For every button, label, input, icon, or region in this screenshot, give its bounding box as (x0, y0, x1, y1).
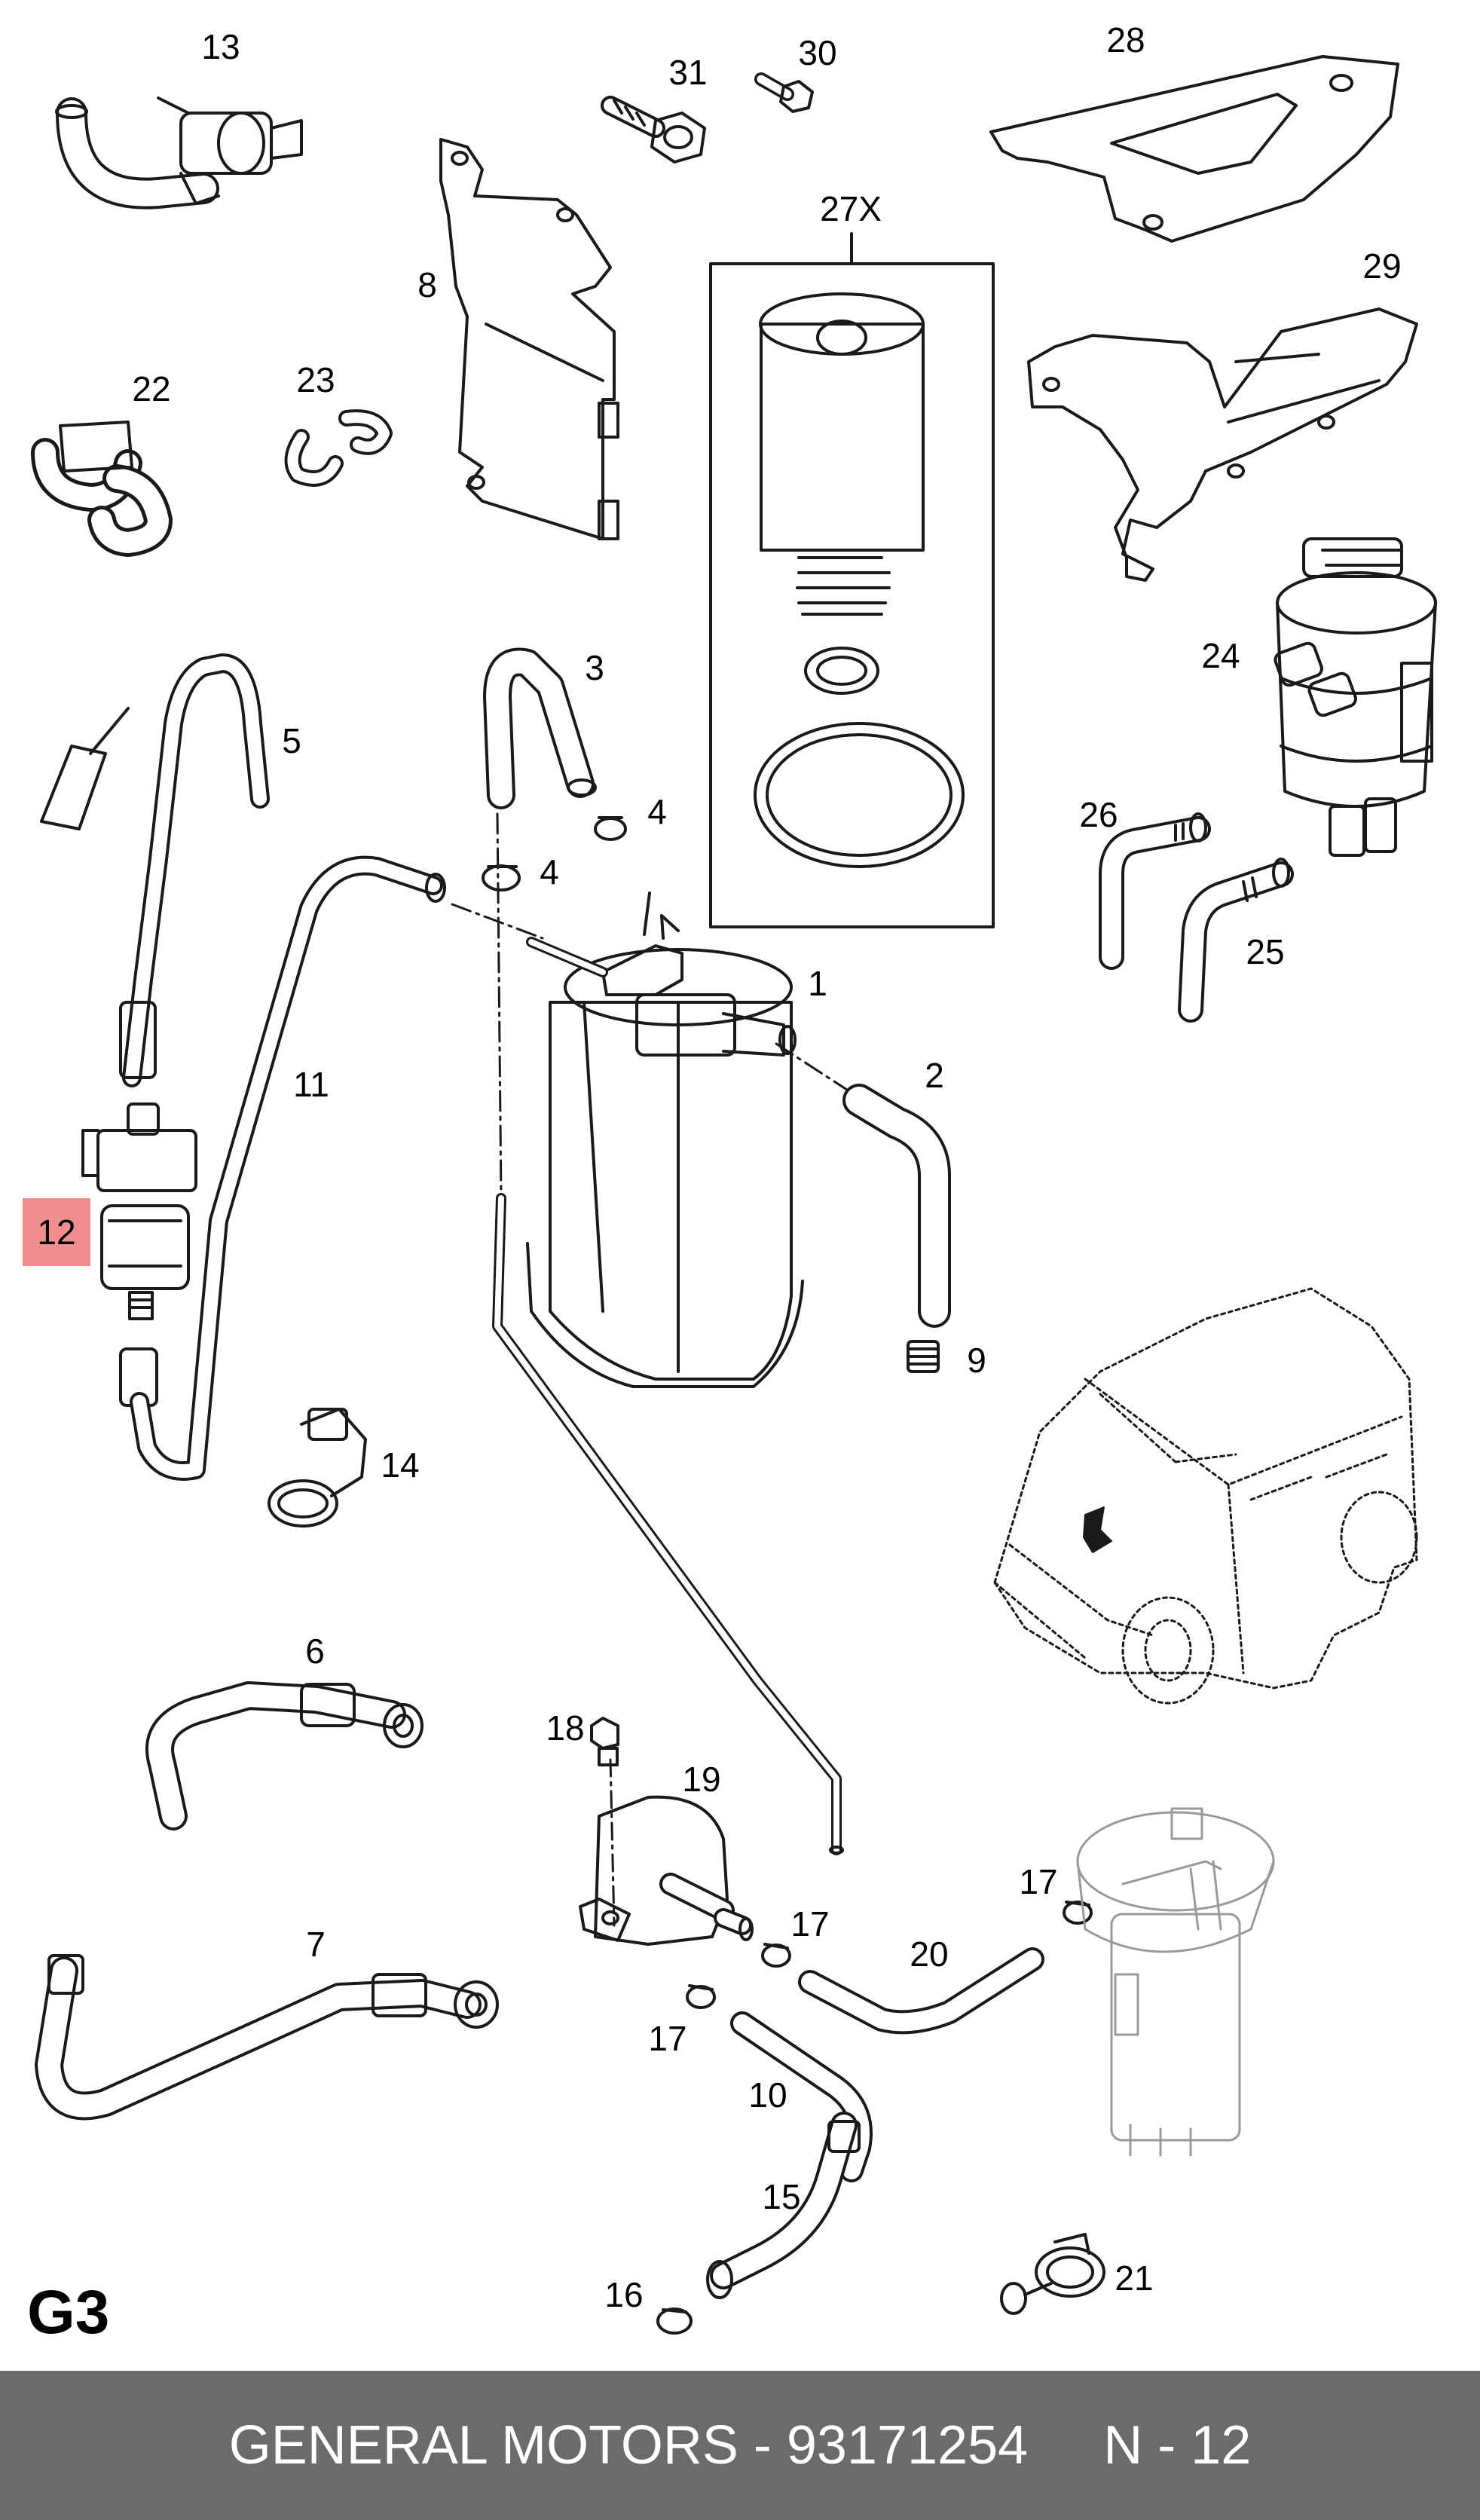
label-part-27x: 27X (820, 189, 882, 228)
label-part-4-upper: 4 (647, 792, 667, 831)
label-part-24: 24 (1201, 636, 1240, 675)
footer-page: N - 12 (1103, 2415, 1252, 2476)
part-3-hose (483, 647, 597, 809)
label-part-26: 26 (1079, 795, 1118, 834)
parts-diagram (31, 55, 1437, 2335)
label-part-10: 10 (748, 2075, 787, 2115)
label-part-11: 11 (293, 1065, 329, 1104)
label-part-6: 6 (305, 1632, 325, 1671)
part-13-hose-valve (55, 96, 303, 209)
section-code: G3 (27, 2278, 110, 2347)
part-6-hose (145, 1681, 424, 1830)
label-part-17-middle: 17 (790, 1904, 830, 1944)
part-31-bolt (601, 96, 706, 164)
fuel-pump-module (1076, 1807, 1275, 2157)
part-17-clamp-c (1063, 1901, 1093, 1925)
part-27x-filter-kit (709, 232, 995, 928)
label-part-30: 30 (798, 33, 837, 72)
part-28-bracket (989, 55, 1399, 243)
label-part-17-right: 17 (1019, 1862, 1058, 1901)
label-part-28: 28 (1106, 20, 1145, 60)
part-23-clamp (284, 409, 393, 487)
footer-caption: GENERAL MOTORS - 93171254 (228, 2415, 1029, 2476)
part-25-pipe (1178, 858, 1294, 1023)
label-part-21: 21 (1115, 2259, 1154, 2298)
footer-bar: GENERAL MOTORS - 93171254 N - 12 (0, 2371, 1480, 2520)
part-17-clamp-a (761, 1943, 791, 1968)
label-part-25: 25 (1246, 932, 1285, 971)
label-part-15: 15 (762, 2177, 801, 2216)
label-part-20: 20 (910, 1934, 949, 1974)
label-part-13: 13 (201, 27, 240, 66)
thin-tube (492, 1193, 844, 1855)
part-22-clamp (31, 421, 173, 557)
part-4-clamp-b (482, 864, 521, 891)
part-15-hose (706, 2112, 861, 2299)
part-26-pipe (1099, 812, 1211, 970)
part-5-hose (40, 653, 270, 1087)
part-12-valve (81, 1102, 197, 1407)
label-part-2: 2 (925, 1056, 944, 1095)
part-16-clamp (656, 2307, 693, 2335)
vehicle-outline (993, 1287, 1418, 1705)
label-part-23: 23 (296, 360, 335, 399)
label-part-9: 9 (967, 1341, 986, 1380)
part-14-bracket (268, 1408, 367, 1528)
part-11-tube (130, 855, 446, 1481)
part-19-valve (579, 1795, 754, 1946)
label-part-16: 16 (604, 2275, 644, 2314)
part-29-bracket (1027, 307, 1418, 582)
label-part-5: 5 (282, 721, 301, 760)
part-18-bolt (590, 1717, 619, 1766)
label-part-19: 19 (682, 1760, 721, 1799)
label-part-1: 1 (808, 964, 827, 1003)
label-part-3: 3 (585, 648, 604, 687)
part-30-bolt (754, 72, 814, 113)
label-part-12-highlighted: 12 (23, 1198, 90, 1266)
part-2-hose (842, 1084, 951, 1328)
label-part-17-left: 17 (648, 2019, 687, 2058)
part-4-clamp-a (594, 816, 627, 841)
label-part-31: 31 (668, 53, 708, 92)
label-part-22: 22 (132, 369, 171, 408)
part-1-canister (526, 891, 804, 1388)
label-part-14: 14 (381, 1445, 420, 1485)
label-part-4-lower: 4 (540, 852, 559, 891)
label-part-29: 29 (1362, 246, 1402, 286)
part-7-hose (35, 1954, 499, 2121)
part-21-clamp (1000, 2233, 1105, 2315)
part-24-pump (1274, 537, 1437, 857)
part-20-hose (798, 1947, 1044, 2035)
label-part-18: 18 (546, 1708, 585, 1748)
part-9-cap (907, 1340, 940, 1373)
part-8-bracket (439, 138, 619, 540)
label-part-8: 8 (417, 265, 437, 304)
label-part-7: 7 (306, 1925, 326, 1964)
part-17-clamp-b (686, 1984, 716, 2009)
